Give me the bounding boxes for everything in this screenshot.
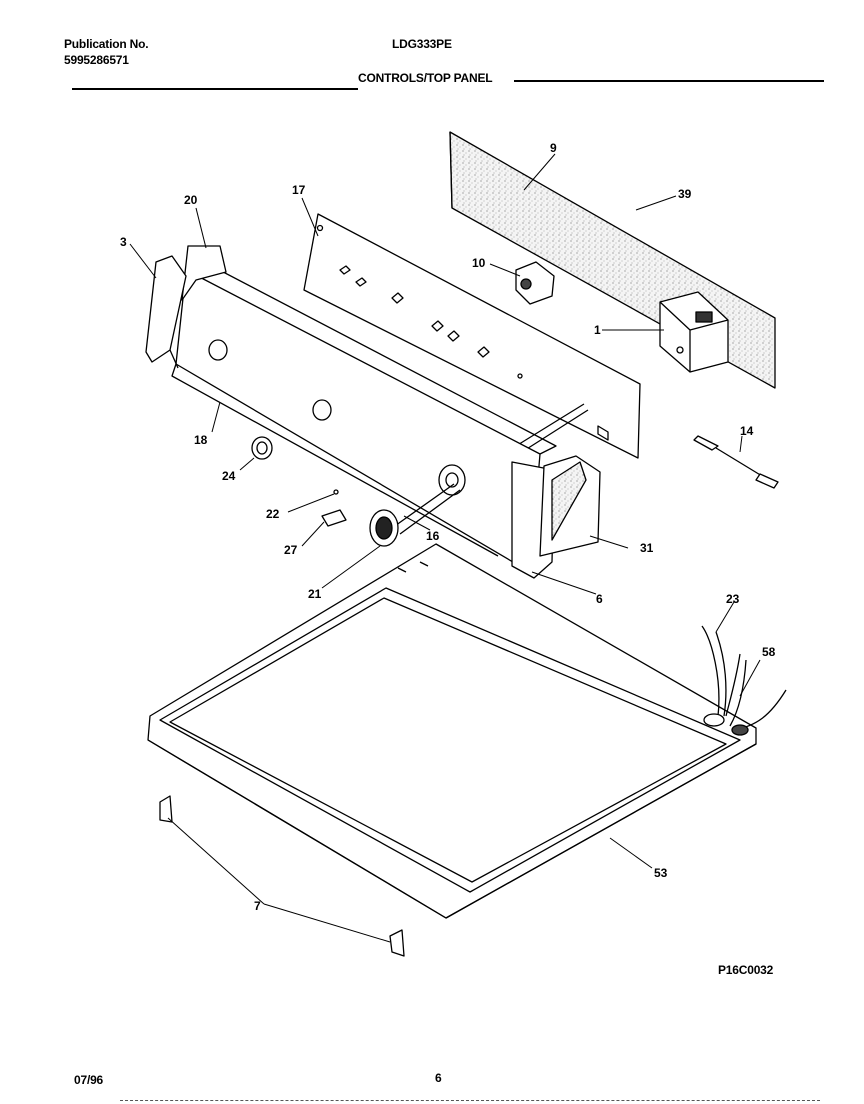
selector-switch [515, 261, 555, 305]
publication-label: Publication No. [64, 37, 149, 51]
section-title: CONTROLS/TOP PANEL [358, 71, 493, 85]
diagram-code: P16C0032 [718, 963, 774, 977]
header-rule-right [514, 80, 824, 82]
callout-6: 6 [596, 592, 603, 606]
bracket-a [159, 795, 173, 823]
right-end-cap [511, 455, 601, 579]
callout-20: 20 [184, 193, 198, 207]
top-cover [147, 543, 757, 919]
support-rod [515, 403, 589, 453]
footer-rule [120, 1100, 820, 1101]
callout-21: 21 [308, 587, 322, 601]
knob-small [251, 436, 273, 460]
bracket-b [389, 929, 405, 957]
callout-18: 18 [194, 433, 208, 447]
model-number: LDG333PE [392, 37, 452, 51]
callout-7: 7 [254, 899, 261, 913]
footer-date: 07/96 [74, 1073, 104, 1087]
header-rule-left [72, 88, 358, 90]
knob-main [369, 483, 461, 547]
callout-39: 39 [678, 187, 692, 201]
callout-labels: 9 39 20 17 3 10 1 18 24 14 22 27 16 31 2… [120, 141, 776, 913]
callout-17: 17 [292, 183, 306, 197]
sensor-strip [693, 435, 779, 489]
publication-number: 5995286571 [64, 53, 129, 67]
callout-58: 58 [762, 645, 776, 659]
callout-31: 31 [640, 541, 654, 555]
callout-22: 22 [266, 507, 280, 521]
callout-1: 1 [594, 323, 601, 337]
callout-23: 23 [726, 592, 740, 606]
callout-9: 9 [550, 141, 557, 155]
timer-module [659, 291, 729, 373]
callout-10: 10 [472, 256, 486, 270]
callout-3: 3 [120, 235, 127, 249]
callout-53: 53 [654, 866, 668, 880]
callout-16: 16 [426, 529, 440, 543]
control-backplate [303, 213, 641, 459]
callout-14: 14 [740, 424, 754, 438]
left-end-cap [145, 245, 227, 369]
callout-27: 27 [284, 543, 298, 557]
page-number: 6 [435, 1071, 442, 1085]
clip-part [321, 489, 347, 527]
leader-lines [129, 153, 761, 943]
wire-harness [701, 625, 787, 736]
callout-24: 24 [222, 469, 236, 483]
